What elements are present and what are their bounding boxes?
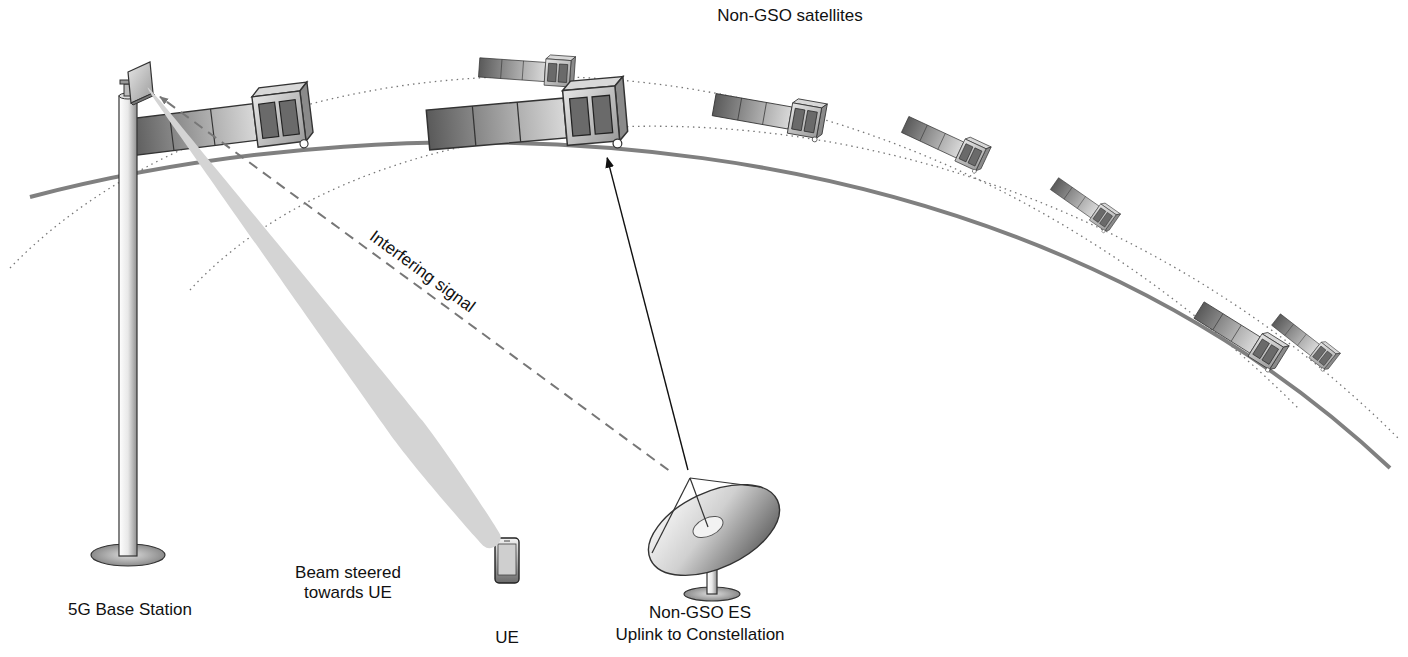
node-label: UE: [495, 628, 519, 648]
satellite: [899, 110, 991, 175]
uplink-arrow: [607, 158, 688, 470]
node-label: Uplink to Constellation: [615, 625, 784, 645]
earth-station: Non-GSO ESUplink to Constellation: [640, 470, 790, 600]
interference-path: [160, 97, 668, 470]
node-label: 5G Base Station: [68, 600, 192, 620]
connector-label: Beam steered towards UE: [287, 563, 409, 604]
connector-label: Interfering signal: [363, 225, 481, 319]
satellite: [1190, 295, 1289, 374]
steered-beam: [147, 87, 500, 548]
node-label: Non-GSO satellites: [717, 6, 863, 26]
satellite: [1268, 309, 1340, 373]
satellite: [711, 85, 827, 143]
base-station: 5G Base Station: [100, 55, 160, 570]
base-station-mast: [91, 62, 165, 566]
satellite: [1047, 173, 1120, 235]
satellite: [425, 77, 629, 165]
node-label: Non-GSO ES: [649, 603, 751, 623]
earth-station-dish: [634, 466, 793, 601]
satellite-constellation: Non-GSO satellites: [426, 82, 621, 154]
ue-phone: [495, 538, 519, 583]
user-equipment: UE: [492, 535, 522, 587]
satellite: [478, 50, 576, 90]
